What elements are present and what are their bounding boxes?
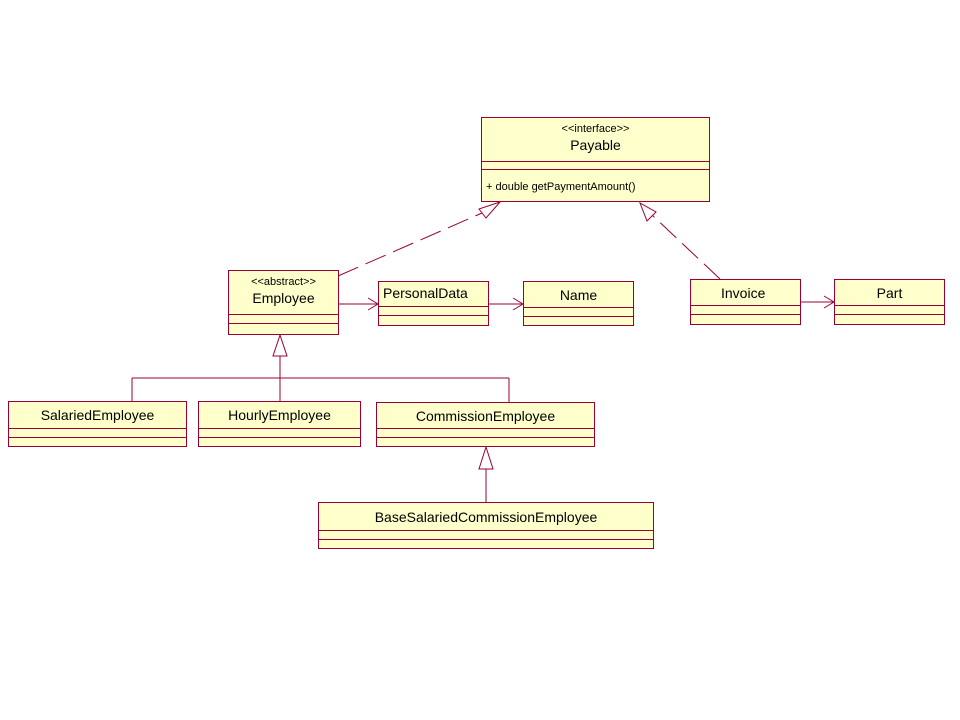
generalization-employee-subclasses: [131, 333, 510, 402]
stereotype-label: <<interface>>: [561, 123, 630, 135]
class-name: BaseSalariedCommissionEmployee: [374, 509, 598, 525]
realization-arrowhead: [478, 200, 502, 219]
class-header: CommissionEmployee: [377, 408, 594, 424]
attribute-separator: [229, 314, 338, 315]
operation-separator: [319, 539, 653, 540]
generalization-arrowhead: [478, 445, 494, 470]
class-invoice[interactable]: Invoice: [690, 279, 801, 325]
stereotype-label: <<abstract>>: [251, 276, 316, 288]
operation-separator: [691, 314, 800, 315]
association-invoice-part: [801, 295, 835, 309]
class-name: HourlyEmployee: [228, 407, 331, 423]
class-header: SalariedEmployee: [9, 407, 186, 423]
class-header: Name: [524, 287, 633, 303]
attribute-separator: [524, 307, 633, 308]
class-name-box[interactable]: Name: [523, 281, 634, 326]
operation: + double getPaymentAmount(): [486, 181, 636, 193]
generalization-arrowhead: [272, 333, 288, 357]
realization-invoice-payable: [639, 201, 721, 280]
class-name: Part: [876, 285, 903, 301]
class-personaldata[interactable]: PersonalData: [378, 281, 489, 326]
class-hourlyemployee[interactable]: HourlyEmployee: [198, 401, 361, 447]
class-part[interactable]: Part: [834, 279, 945, 325]
realization-arrowhead: [639, 201, 657, 222]
class-header: <<abstract>> Employee: [229, 276, 338, 307]
class-header: HourlyEmployee: [199, 407, 360, 423]
class-name: PersonalData: [383, 285, 468, 301]
attribute-separator: [377, 428, 594, 429]
attribute-separator: [691, 305, 800, 306]
attribute-separator: [9, 428, 186, 429]
class-salariedemployee[interactable]: SalariedEmployee: [8, 401, 187, 447]
realization-line: [337, 212, 483, 277]
class-employee[interactable]: <<abstract>> Employee: [228, 270, 339, 335]
association-employee-personaldata: [339, 297, 379, 311]
class-name: SalariedEmployee: [40, 407, 155, 423]
operation-separator: [835, 314, 944, 315]
operation-separator: [9, 437, 186, 438]
attribute-separator: [482, 161, 709, 162]
operation-separator: [199, 437, 360, 438]
class-commissionemployee[interactable]: CommissionEmployee: [376, 402, 595, 447]
operation-separator: [379, 315, 488, 316]
attribute-separator: [199, 428, 360, 429]
attribute-separator: [319, 530, 653, 531]
operation-separator: [229, 323, 338, 324]
class-basesalariedcommissionemployee[interactable]: BaseSalariedCommissionEmployee: [318, 502, 654, 549]
class-name: Name: [559, 287, 598, 303]
class-header: <<interface>> Payable: [482, 123, 709, 154]
attribute-separator: [835, 305, 944, 306]
attribute-separator: [379, 306, 488, 307]
class-payable[interactable]: <<interface>> Payable + double getPaymen…: [481, 117, 710, 202]
generalization-basesalaried-commission: [478, 445, 494, 502]
class-header: BaseSalariedCommissionEmployee: [319, 509, 653, 525]
class-name: Employee: [252, 290, 315, 306]
association-personaldata-name: [489, 297, 524, 311]
realization-employee-payable: [337, 200, 502, 277]
class-header: Invoice: [691, 285, 800, 301]
realization-line: [651, 214, 721, 280]
class-header: Part: [835, 285, 944, 301]
class-header: PersonalData: [379, 285, 488, 301]
class-name: Invoice: [721, 285, 766, 301]
operation-separator: [524, 316, 633, 317]
class-name: Payable: [570, 137, 621, 153]
operation-separator: [377, 437, 594, 438]
class-name: CommissionEmployee: [415, 408, 556, 424]
operation-separator: [482, 169, 709, 170]
